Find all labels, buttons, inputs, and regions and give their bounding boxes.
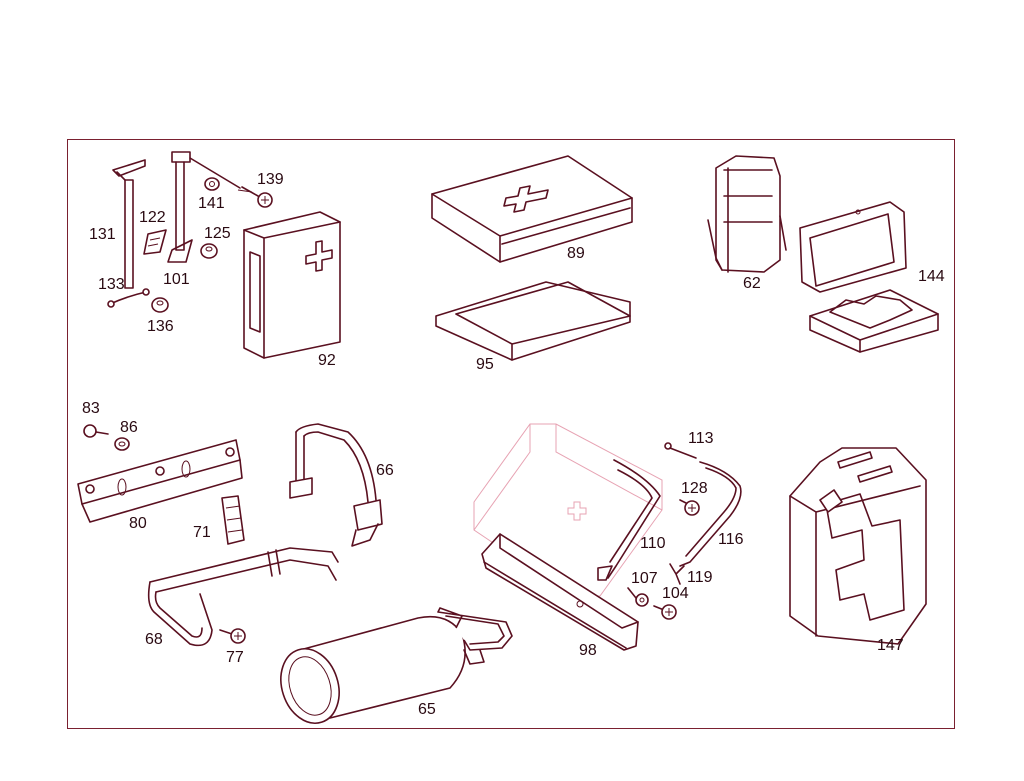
part-62-holder [707, 155, 787, 273]
part-95-pouch [435, 281, 631, 361]
callout-113: 113 [688, 430, 714, 447]
callout-80: 80 [129, 515, 147, 532]
diagram-frame [67, 139, 955, 729]
part-128-screw [679, 499, 700, 516]
callout-62: 62 [743, 275, 761, 292]
part-107-washer [627, 587, 649, 607]
part-110-strap [597, 459, 661, 581]
part-144-tool-case [799, 201, 939, 353]
part-122-clip [143, 229, 167, 255]
callout-66: 66 [376, 462, 394, 479]
part-98-frame [473, 423, 663, 651]
part-83-bolt [83, 424, 109, 438]
part-133-strap [107, 288, 150, 308]
callout-116: 116 [718, 531, 744, 548]
callout-leaders [237, 189, 253, 193]
part-68-holder [147, 547, 339, 647]
callout-98: 98 [579, 642, 597, 659]
part-65-fire-extinguisher [280, 607, 513, 724]
part-119-clip [669, 563, 685, 585]
part-71-clip [221, 495, 245, 545]
part-147-jerrycan [789, 447, 927, 645]
part-80-rail [77, 439, 243, 523]
part-113-bolt [664, 442, 697, 459]
callout-122: 122 [139, 209, 166, 226]
callout-141: 141 [198, 195, 225, 212]
callout-144: 144 [918, 268, 945, 285]
callout-83: 83 [82, 400, 100, 417]
callout-107: 107 [631, 570, 658, 587]
part-86-washer [114, 437, 130, 451]
callout-89: 89 [567, 245, 585, 262]
callout-104: 104 [662, 585, 689, 602]
part-139-screw [241, 186, 273, 208]
callout-86: 86 [120, 419, 138, 436]
callout-125: 125 [204, 225, 231, 242]
part-104-screw [653, 604, 677, 620]
part-92-first-aid-kit [243, 211, 341, 359]
callout-136: 136 [147, 318, 174, 335]
callout-92: 92 [318, 352, 336, 369]
part-141-nut [204, 177, 220, 191]
part-131-bracket [112, 159, 146, 289]
callout-119: 119 [687, 569, 713, 586]
part-66-strap [289, 423, 383, 547]
callout-139: 139 [257, 171, 284, 188]
callout-65: 65 [418, 701, 436, 718]
callout-77: 77 [226, 649, 244, 666]
callout-68: 68 [145, 631, 163, 648]
part-136-cap [151, 297, 169, 313]
part-77-screw [219, 628, 246, 644]
part-89-first-aid-case [431, 155, 633, 263]
callout-110: 110 [640, 535, 666, 552]
callout-133: 133 [98, 276, 125, 293]
part-101-bracket [167, 151, 241, 263]
callout-131: 131 [89, 226, 116, 243]
callout-71: 71 [193, 524, 211, 541]
callout-95: 95 [476, 356, 494, 373]
callout-128: 128 [681, 480, 708, 497]
part-125-cap [200, 243, 218, 259]
callout-147: 147 [877, 637, 904, 654]
callout-101: 101 [163, 271, 190, 288]
part-116-strap [679, 461, 742, 567]
